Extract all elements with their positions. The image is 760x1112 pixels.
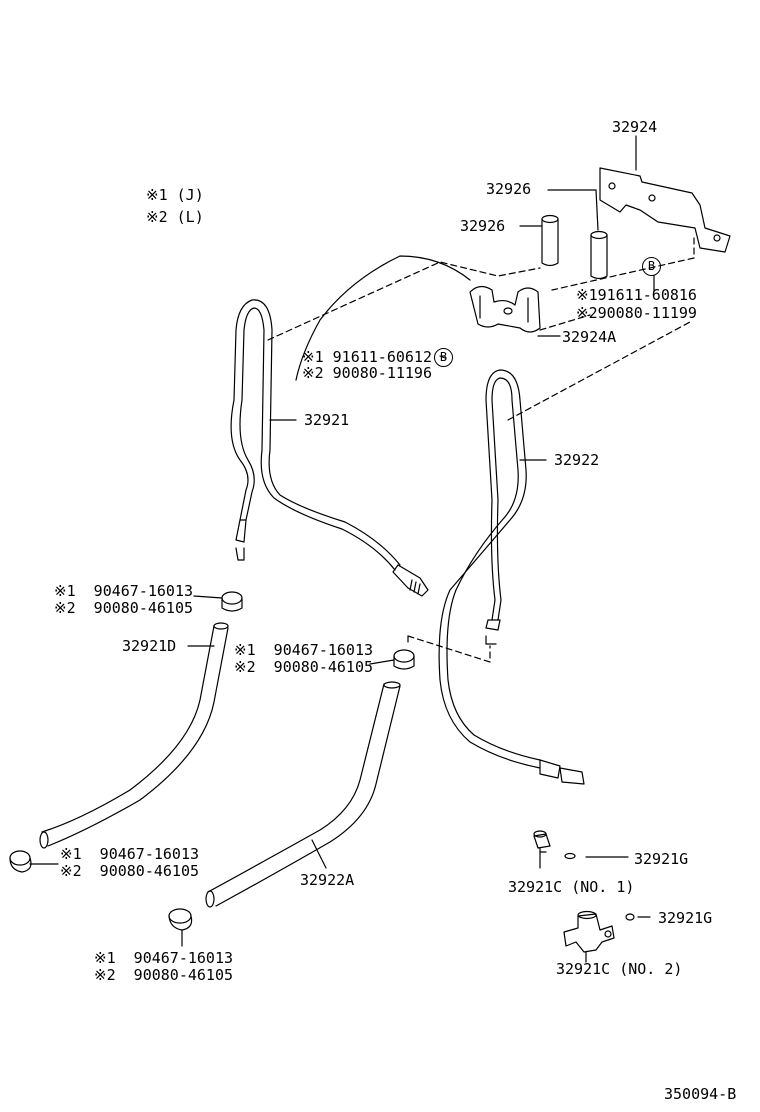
fitting-32921C-no1 — [533, 830, 576, 860]
ref-b-right-1: ※191611-60816 — [576, 286, 697, 304]
label-32922: 32922 — [554, 451, 600, 469]
dashed-references — [267, 237, 695, 663]
label-32921C-no2: 32921C (NO. 2) — [556, 960, 683, 978]
hose-clamp-mid — [393, 649, 415, 670]
clamp-bottom-ref-1: ※1 90467-16013 — [94, 949, 233, 967]
label-32926-lower: 32926 — [460, 217, 506, 235]
hose-32921D — [39, 622, 229, 849]
hose-32922A — [205, 681, 401, 908]
label-32926-upper: 32926 — [486, 180, 532, 198]
clamp-mid-ref-2: ※2 90080-46105 — [234, 658, 373, 676]
bracket-32924 — [599, 167, 731, 253]
ref-b-left-2: ※2 90080-11196 — [302, 364, 432, 382]
hose-clamp-top — [221, 591, 243, 612]
leader-lines — [29, 135, 655, 963]
hose-clamp-bottom — [168, 908, 193, 931]
label-32921D: 32921D — [122, 637, 177, 655]
label-32922A: 32922A — [300, 871, 355, 889]
clamp-low-ref-1: ※1 90467-16013 — [60, 845, 199, 863]
clamp-32924A — [469, 285, 541, 333]
fitting-32921C-no2 — [563, 910, 635, 953]
legend-row-2: ※2 (L) — [146, 208, 204, 226]
label-32921G-upper: 32921G — [634, 850, 689, 868]
clip-strap — [295, 255, 471, 381]
legend-row-1: ※1 (J) — [146, 186, 204, 204]
tube-32921 — [230, 299, 429, 597]
label-32924A: 32924A — [562, 328, 617, 346]
callout-b-right: B — [640, 257, 661, 276]
callout-b-left: B — [433, 348, 453, 367]
clamp-top-ref-1: ※1 90467-16013 — [54, 582, 193, 600]
clamp-bottom-ref-2: ※2 90080-46105 — [94, 966, 233, 984]
clamp-low-ref-2: ※2 90080-46105 — [60, 862, 199, 880]
label-32921C-no1: 32921C (NO. 1) — [508, 878, 635, 896]
label-32921: 32921 — [304, 411, 350, 429]
hose-clamp-low — [9, 850, 32, 873]
sleeve-32926-right — [590, 230, 608, 280]
clamp-top-ref-2: ※2 90080-46105 — [54, 599, 193, 617]
ref-b-right-2: ※290080-11199 — [576, 304, 697, 322]
clamp-mid-ref-1: ※1 90467-16013 — [234, 641, 373, 659]
label-32924: 32924 — [612, 118, 658, 136]
label-32921G-lower: 32921G — [658, 909, 713, 927]
diagram-id: 350094-B — [664, 1085, 737, 1103]
tube-32922 — [438, 369, 585, 785]
sleeve-32926-left — [541, 214, 559, 267]
